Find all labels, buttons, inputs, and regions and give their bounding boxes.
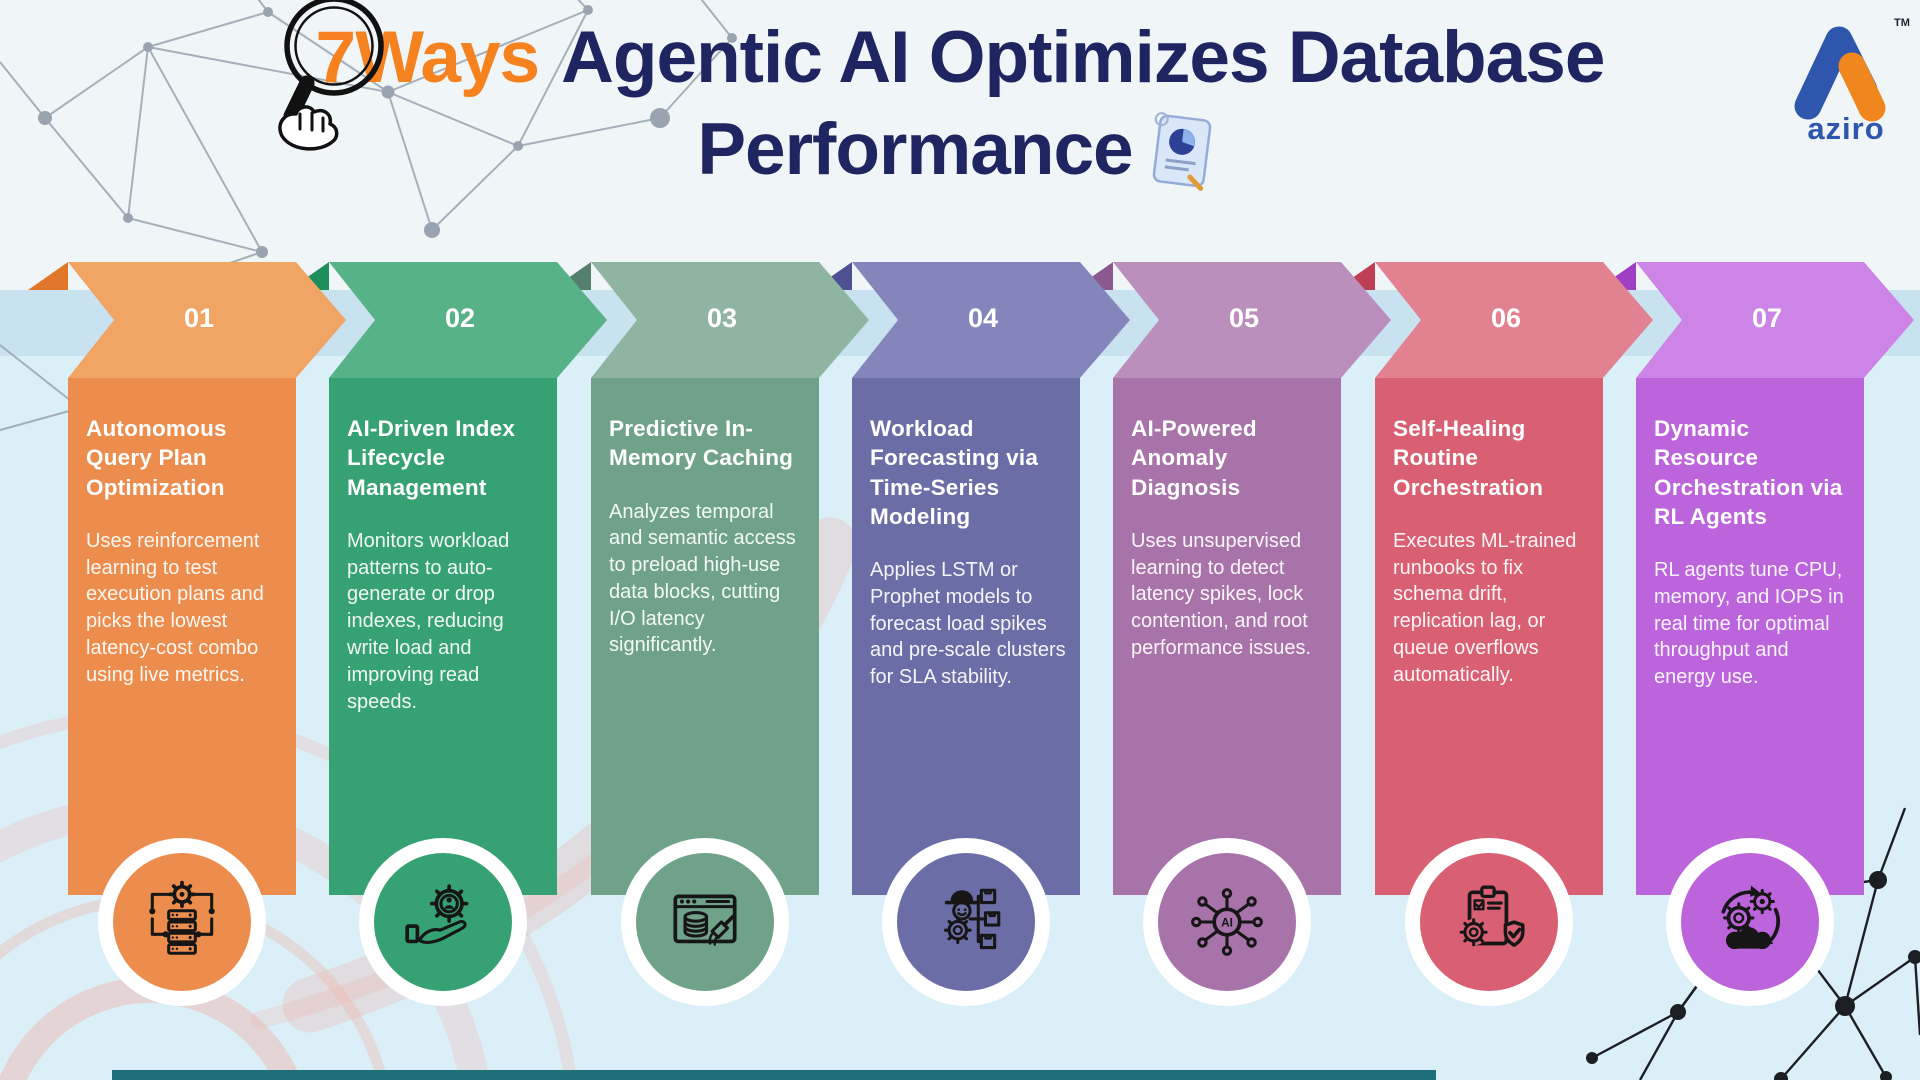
card-title: Self-Healing Routine Orchestration — [1393, 416, 1544, 500]
ai-chip-network-icon: AI — [1191, 888, 1263, 956]
icon-bubble — [1666, 838, 1834, 1006]
svg-text:AI: AI — [1221, 917, 1233, 930]
card-title: Autonomous Query Plan Optimization — [86, 416, 227, 500]
column-07: 07 Dynamic Resource Orchestration via RL… — [1596, 262, 1914, 1080]
card-description: Uses unsupervised learning to detect lat… — [1131, 529, 1312, 659]
step-banner-arrow — [28, 262, 346, 378]
magnifying-glass-icon — [277, 0, 384, 151]
card-body: Autonomous Query Plan Optimization Uses … — [68, 378, 296, 895]
column-06: 06 Self-Healing Routine Orchestration Ex… — [1335, 262, 1653, 1080]
gears-cycle-arrows-icon — [1721, 885, 1780, 950]
icon-bubble — [359, 838, 527, 1006]
card-title: Predictive In-Memory Caching — [609, 416, 794, 471]
icon-bubble — [621, 838, 789, 1006]
hand-holding-gear-icon — [405, 884, 469, 944]
worker-workload-boxes-icon — [943, 888, 1001, 950]
card-body: Self-Healing Routine Orchestration Execu… — [1375, 378, 1603, 895]
title-rest: Agentic AI Optimizes Database — [561, 17, 1605, 98]
step-number: 06 — [1490, 303, 1522, 333]
logo-wordmark: aziro — [1807, 111, 1884, 144]
card-title: Workload Forecasting via Time-Series Mod… — [870, 416, 1039, 529]
query-plan-server-gear-icon — [149, 880, 215, 955]
icon-bubble: AI — [1143, 838, 1311, 1006]
column-03: 03 Predictive In-Memory Caching Analyzes… — [551, 262, 869, 1080]
column-04: 04 Workload Forecasting via Time-Series … — [812, 262, 1130, 1080]
card-description: Uses reinforcement learning to test exec… — [86, 529, 264, 686]
card-title: Dynamic Resource Orchestration via RL Ag… — [1654, 416, 1843, 529]
icon-bubble — [98, 838, 266, 1006]
glove-hand-icon — [277, 105, 338, 151]
icon-bubble — [882, 838, 1050, 1006]
step-number: 02 — [444, 303, 476, 333]
card-title: AI-Powered Anomaly Diagnosis — [1131, 416, 1257, 500]
card-body: Workload Forecasting via Time-Series Mod… — [852, 378, 1080, 895]
card-body: Predictive In-Memory Caching Analyzes te… — [591, 378, 819, 895]
title-performance: Performance — [697, 109, 1133, 190]
aziro-logo: TM aziro — [1794, 17, 1910, 144]
card-title: AI-Driven Index Lifecycle Management — [347, 416, 516, 500]
card-body: AI-Powered Anomaly Diagnosis Uses unsupe… — [1113, 378, 1341, 895]
logo-tm: TM — [1894, 17, 1910, 29]
step-number: 03 — [706, 303, 738, 333]
title-line-2: Performance — [0, 104, 1920, 196]
column-01: 01 Autonomous Query Plan Optimization Us… — [28, 262, 346, 1080]
card-description: Executes ML-trained runbooks to fix sche… — [1393, 529, 1577, 686]
card-description: RL agents tune CPU, memory, and IOPS in … — [1654, 559, 1844, 689]
title-seven-wrap: 7 — [277, 0, 384, 151]
step-number: 07 — [1751, 303, 1783, 333]
card-description: Analyzes temporal and semantic access to… — [609, 500, 796, 657]
clipboard-gear-shield-icon — [1459, 885, 1525, 947]
browser-database-brush-icon — [673, 894, 737, 946]
column-05: 05 AI-Powered Anomaly Diagnosis Uses uns… — [1073, 262, 1391, 1080]
bottom-teal-bar — [112, 1070, 1436, 1080]
card-description: Applies LSTM or Prophet models to foreca… — [870, 559, 1066, 689]
icon-bubble — [1405, 838, 1573, 1006]
card-body: AI-Driven Index Lifecycle Management Mon… — [329, 378, 557, 895]
column-02: 02 AI-Driven Index Lifecycle Management … — [289, 262, 607, 1080]
card-body: Dynamic Resource Orchestration via RL Ag… — [1636, 378, 1864, 895]
report-chart-icon — [1152, 112, 1211, 191]
step-number: 05 — [1228, 303, 1260, 333]
logo-orange-mark — [1838, 52, 1886, 122]
step-number: 01 — [183, 303, 215, 333]
step-number: 04 — [967, 303, 999, 333]
card-description: Monitors workload patterns to auto-gener… — [347, 529, 510, 713]
